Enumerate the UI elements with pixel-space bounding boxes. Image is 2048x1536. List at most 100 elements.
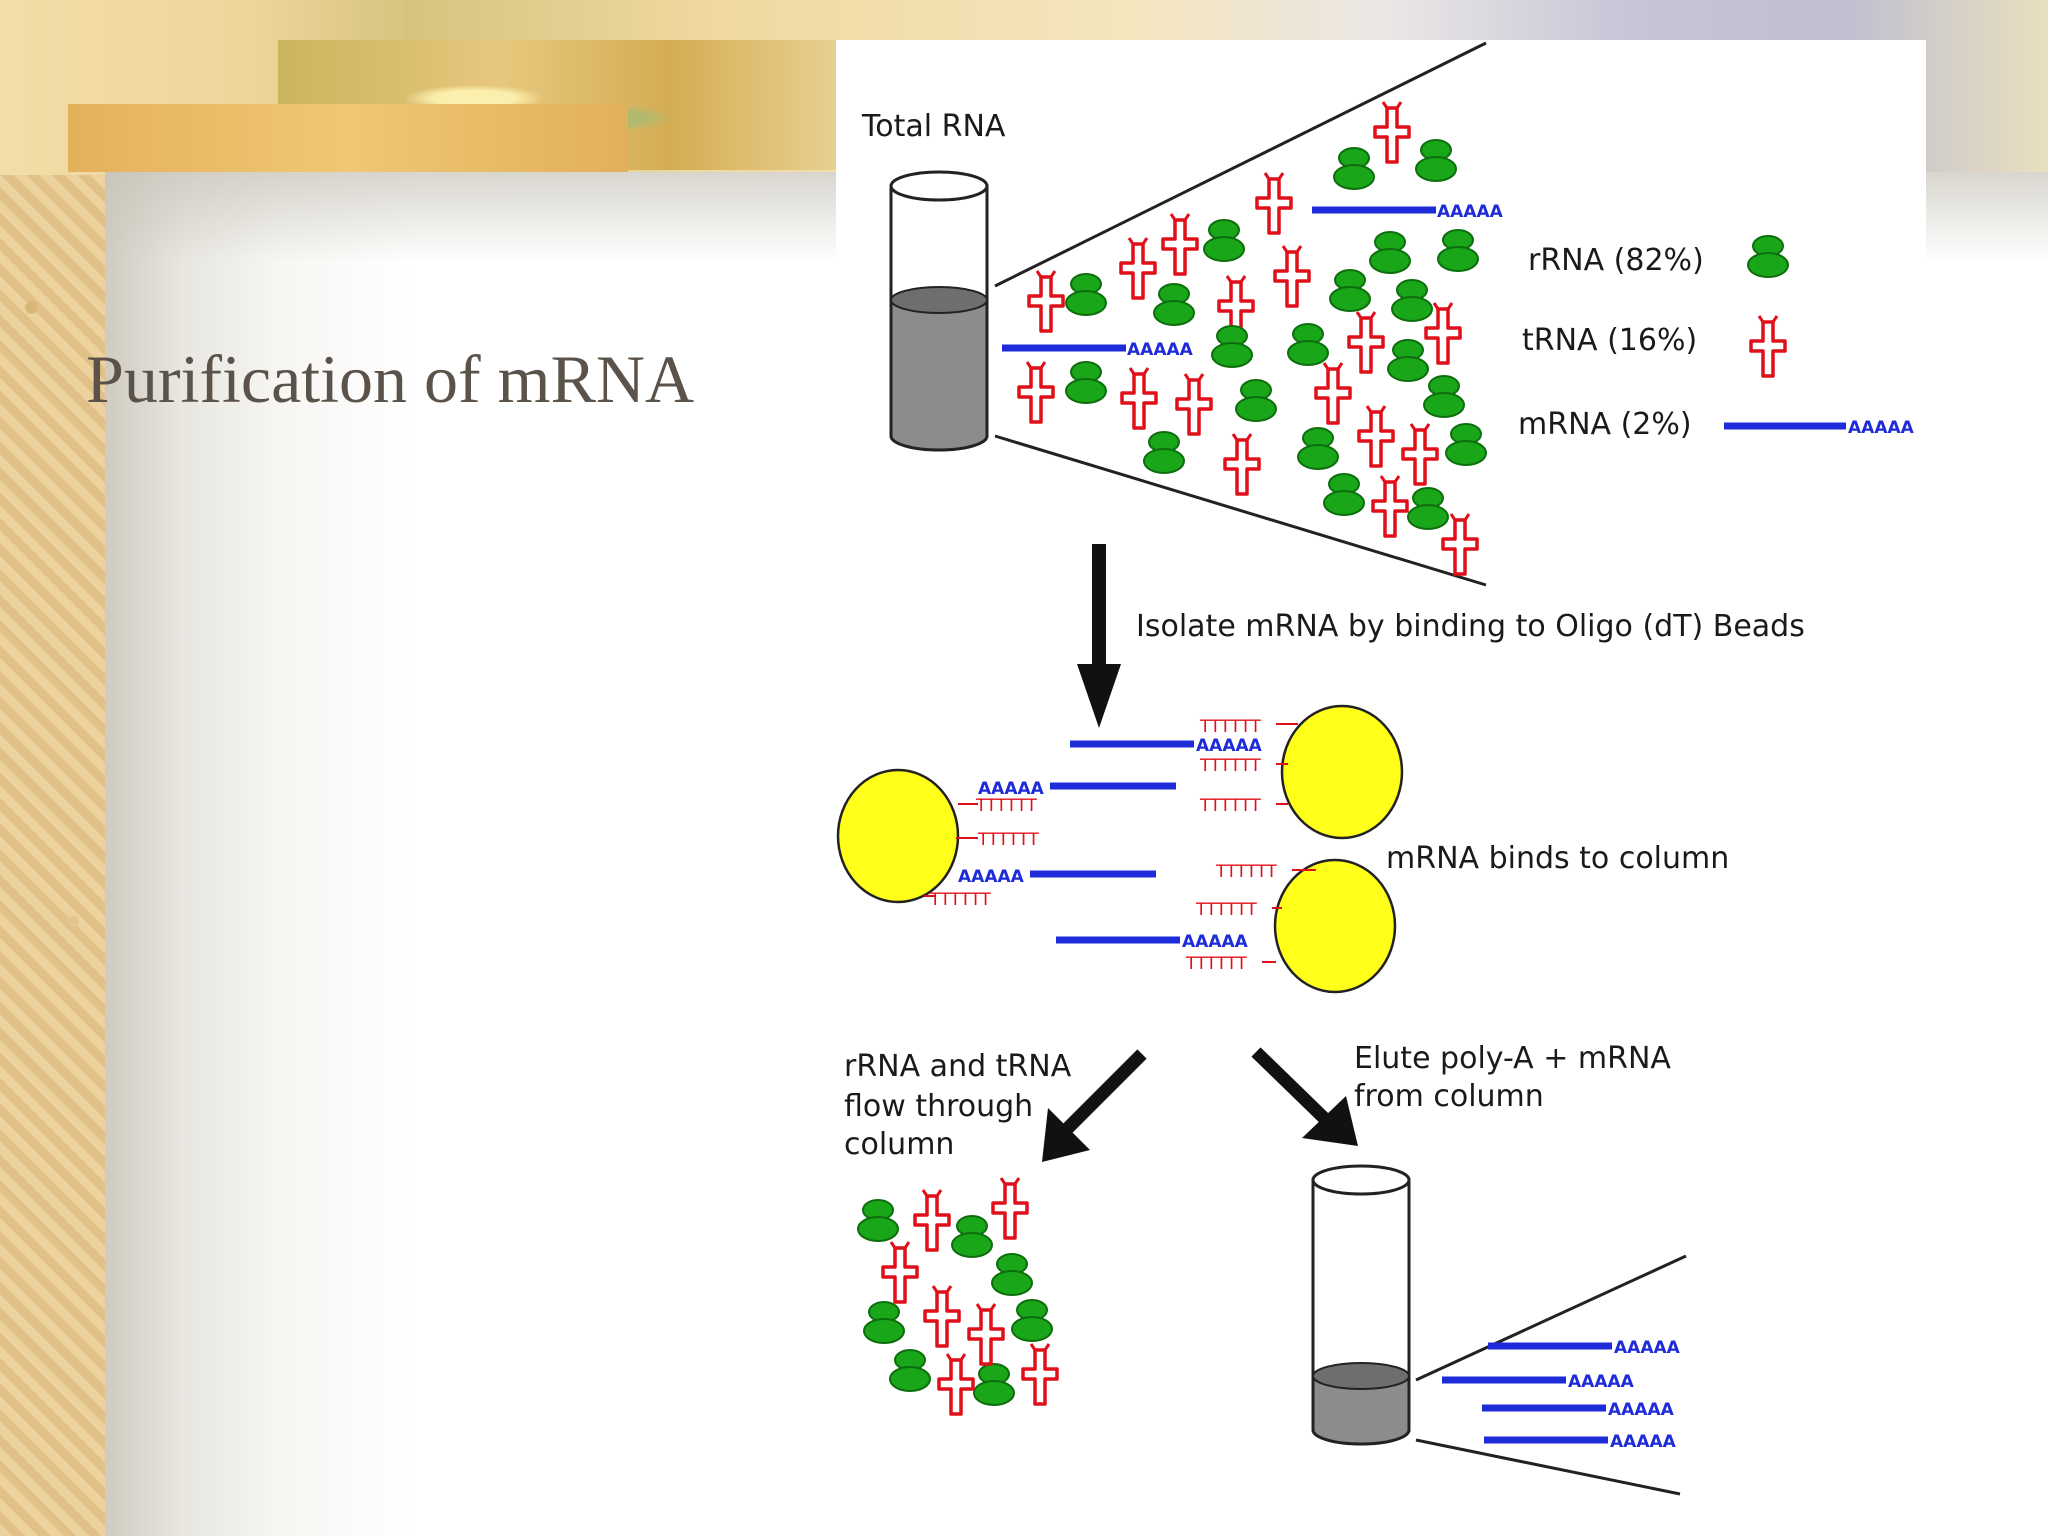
left-bead-binding-2: AAAAA TTTTTT — [924, 867, 1156, 910]
binds-column-label: mRNA binds to column — [1386, 841, 1729, 876]
rrna-icon — [1387, 339, 1429, 382]
flow-through-label-line2: flow through — [844, 1089, 1033, 1124]
trna-icon — [1021, 1342, 1059, 1406]
rrna-icon — [1143, 431, 1185, 474]
right-bottom-bead-binding: TTTTTT TTTTTT AAAAA TTTTTT — [1056, 862, 1316, 974]
arrow-flow-through-icon — [1042, 1049, 1147, 1162]
trna-icon — [937, 1352, 975, 1416]
rrna-icon — [1011, 1299, 1053, 1342]
svg-text:AAAAA: AAAAA — [1182, 932, 1249, 952]
trna-icon — [1255, 171, 1293, 235]
left-bead-oligo-free: TTTTTT — [956, 830, 1039, 850]
trna-icon — [1120, 366, 1158, 430]
rrna-icon — [1203, 219, 1245, 262]
rrna-icon — [991, 1253, 1033, 1296]
mrna-legend-strand: AAAAA — [1724, 418, 1915, 438]
svg-text:AAAAA: AAAAA — [1848, 418, 1915, 438]
zoom-line-bottom-2 — [1415, 1438, 1681, 1496]
flow-through-label-line1: rRNA and tRNA — [844, 1049, 1072, 1084]
svg-text:TTTTTT: TTTTTT — [1215, 862, 1277, 882]
trna-icon — [1373, 100, 1411, 164]
svg-text:TTTTTT: TTTTTT — [1199, 756, 1261, 776]
svg-text:AAAAA: AAAAA — [978, 779, 1045, 799]
trna-icon — [1119, 236, 1157, 300]
rrna-icon — [1235, 379, 1277, 422]
svg-text:TTTTTT: TTTTTT — [1195, 900, 1257, 920]
rrna-icon — [1369, 231, 1411, 274]
mrna-strand: AAAAA — [1482, 1400, 1675, 1420]
rrna-icon — [1297, 427, 1339, 470]
total-rna-tube — [889, 170, 989, 452]
trna-icon — [1273, 244, 1311, 308]
arrow-elute-icon — [1251, 1047, 1358, 1146]
trna-icon — [1441, 512, 1479, 576]
elute-label-line1: Elute poly-A + mRNA — [1354, 1041, 1671, 1076]
svg-text:AAAAA: AAAAA — [1437, 202, 1504, 222]
total-rna-label: Total RNA — [861, 109, 1006, 144]
right-top-bead-binding: TTTTTT AAAAA TTTTTT TTTTTT — [1070, 717, 1298, 816]
isolate-step-label: Isolate mRNA by binding to Oligo (dT) Be… — [1136, 609, 1805, 644]
mrna-strand: AAAAA — [1488, 1338, 1681, 1358]
rrna-legend-icon — [1747, 235, 1789, 278]
trna-icon — [1347, 310, 1385, 374]
svg-text:TTTTTT: TTTTTT — [975, 796, 1037, 816]
zoom-line-top-2 — [1415, 1254, 1687, 1382]
rrna-icon — [1423, 375, 1465, 418]
rrna-icon — [951, 1215, 993, 1258]
svg-text:AAAAA: AAAAA — [1608, 1400, 1675, 1420]
parchment-border — [0, 0, 105, 1536]
zoom-line-top — [994, 41, 1487, 288]
svg-text:TTTTTT: TTTTTT — [1185, 954, 1247, 974]
rrna-icon — [1329, 269, 1371, 312]
rrna-icon — [863, 1301, 905, 1344]
rrna-icon — [1065, 361, 1107, 404]
trna-icon — [1161, 212, 1199, 276]
rrna-icon — [1287, 323, 1329, 366]
trna-legend-icon — [1749, 314, 1787, 378]
trna-icon — [881, 1240, 919, 1304]
decorative-orange-band — [68, 104, 628, 172]
legend: rRNA (82%) tRNA (16%) mRNA (2%) AAAAA — [1518, 235, 1915, 442]
rrna-icon — [1323, 473, 1365, 516]
flow-through-rna — [857, 1176, 1059, 1416]
purified-mrna: AAAAA AAAAA AAAAA AAAAA — [1442, 1338, 1681, 1452]
rrna-icon — [857, 1199, 899, 1242]
rrna-icon — [889, 1349, 931, 1392]
mrna-strand: AAAAA — [1442, 1372, 1635, 1392]
bead-left — [836, 768, 960, 904]
trna-icon — [923, 1284, 961, 1348]
mrna-strand: AAAAA — [1002, 340, 1194, 360]
trna-icon — [1401, 422, 1439, 486]
svg-text:AAAAA: AAAAA — [1568, 1372, 1635, 1392]
rrna-icon — [1211, 325, 1253, 368]
rrna-icon — [1333, 147, 1375, 190]
trna-icon — [1314, 361, 1352, 425]
rrna-icon — [1065, 273, 1107, 316]
svg-text:TTTTTT: TTTTTT — [929, 890, 991, 910]
trna-icon — [967, 1302, 1005, 1366]
trna-icon — [1371, 474, 1409, 538]
trna-icon — [1027, 269, 1065, 333]
rrna-icon — [1415, 139, 1457, 182]
svg-text:AAAAA: AAAAA — [1614, 1338, 1681, 1358]
trna-icon — [991, 1176, 1029, 1240]
rrna-icon — [1153, 283, 1195, 326]
trna-icon — [1017, 360, 1055, 424]
bead-right-top — [1280, 704, 1404, 840]
mrna-strand: AAAAA — [1484, 1432, 1677, 1452]
svg-text:AAAAA: AAAAA — [1196, 736, 1263, 756]
down-arrow-icon — [1077, 544, 1121, 728]
trna-icon — [1175, 372, 1213, 436]
rrna-icon — [973, 1363, 1015, 1406]
bead-right-bottom — [1273, 858, 1397, 994]
mrna-strand: AAAAA — [1312, 202, 1504, 222]
rrna-icon — [1391, 279, 1433, 322]
trna-icon — [1357, 404, 1395, 468]
rna-mixture: AAAAA AAAAA — [1002, 100, 1504, 576]
svg-text:TTTTTT: TTTTTT — [1199, 717, 1261, 737]
svg-text:TTTTTT: TTTTTT — [977, 830, 1039, 850]
legend-mrna-label: mRNA (2%) — [1518, 407, 1692, 442]
legend-trna-label: tRNA (16%) — [1522, 323, 1697, 358]
trna-icon — [913, 1188, 951, 1252]
svg-text:AAAAA: AAAAA — [1610, 1432, 1677, 1452]
